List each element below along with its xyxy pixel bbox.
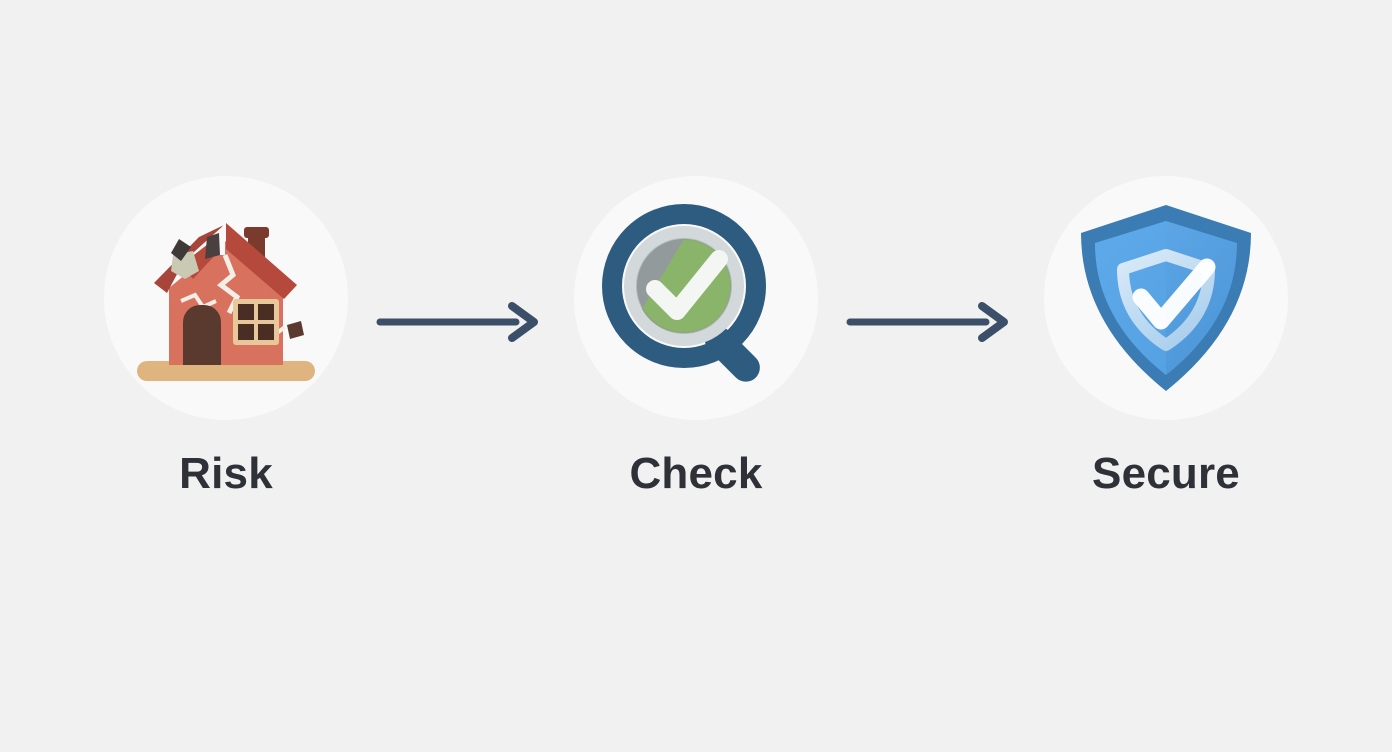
magnifier-check-icon (591, 193, 801, 403)
secure-icon-backdrop (1044, 176, 1288, 420)
risk-icon-backdrop (104, 176, 348, 420)
flow-step-secure[interactable]: Secure (1016, 176, 1316, 576)
flow-step-check[interactable]: Check (546, 176, 846, 576)
arrow-risk-to-check (376, 200, 546, 444)
flow-step-label-risk: Risk (179, 449, 273, 498)
shield-check-icon (1061, 193, 1271, 403)
flow-step-risk[interactable]: Risk (76, 176, 376, 576)
flow-step-label-check: Check (629, 449, 763, 498)
check-icon-backdrop (574, 176, 818, 420)
arrow-check-to-secure (846, 200, 1016, 444)
damaged-house-icon (121, 193, 331, 403)
flow-step-label-secure: Secure (1092, 449, 1240, 498)
